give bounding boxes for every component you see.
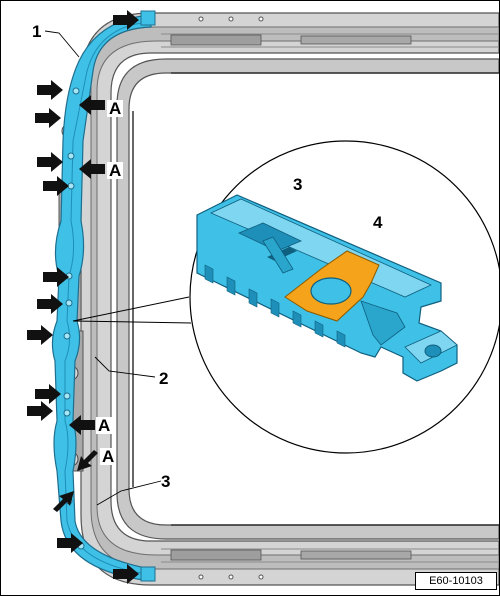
callout-3: 3 xyxy=(161,472,171,491)
arrow-icon xyxy=(113,10,139,30)
arrow-icon xyxy=(53,491,74,512)
callout-2: 2 xyxy=(159,369,169,388)
marker-a: A xyxy=(100,447,117,466)
arrow-icon xyxy=(27,401,53,421)
arrow-icon xyxy=(37,294,63,314)
figure-code: E60-10103 xyxy=(415,572,497,590)
arrow-icon xyxy=(57,533,83,553)
arrow-icon xyxy=(79,95,105,115)
arrow-icon xyxy=(43,267,69,287)
arrow-icon xyxy=(37,80,63,100)
arrow-icon xyxy=(79,159,105,179)
detail-bracket xyxy=(196,194,458,382)
callout-4-detail: 4 xyxy=(373,213,383,232)
arrow-icon xyxy=(37,152,63,172)
arrow-icon xyxy=(27,325,53,345)
marker-a: A xyxy=(107,99,124,118)
callout-3-detail: 3 xyxy=(293,175,303,194)
arrow-icon xyxy=(77,450,98,471)
arrow-icon xyxy=(35,384,61,404)
roof-frame xyxy=(80,12,499,586)
arrow-icon xyxy=(113,564,139,584)
arrow-icon xyxy=(43,176,69,196)
marker-a: A xyxy=(96,416,113,435)
clip-arrows xyxy=(27,10,139,584)
callout-1: 1 xyxy=(32,22,42,41)
arrow-icon xyxy=(69,415,95,435)
marker-a: A xyxy=(107,161,124,180)
arrow-icon xyxy=(35,108,61,128)
